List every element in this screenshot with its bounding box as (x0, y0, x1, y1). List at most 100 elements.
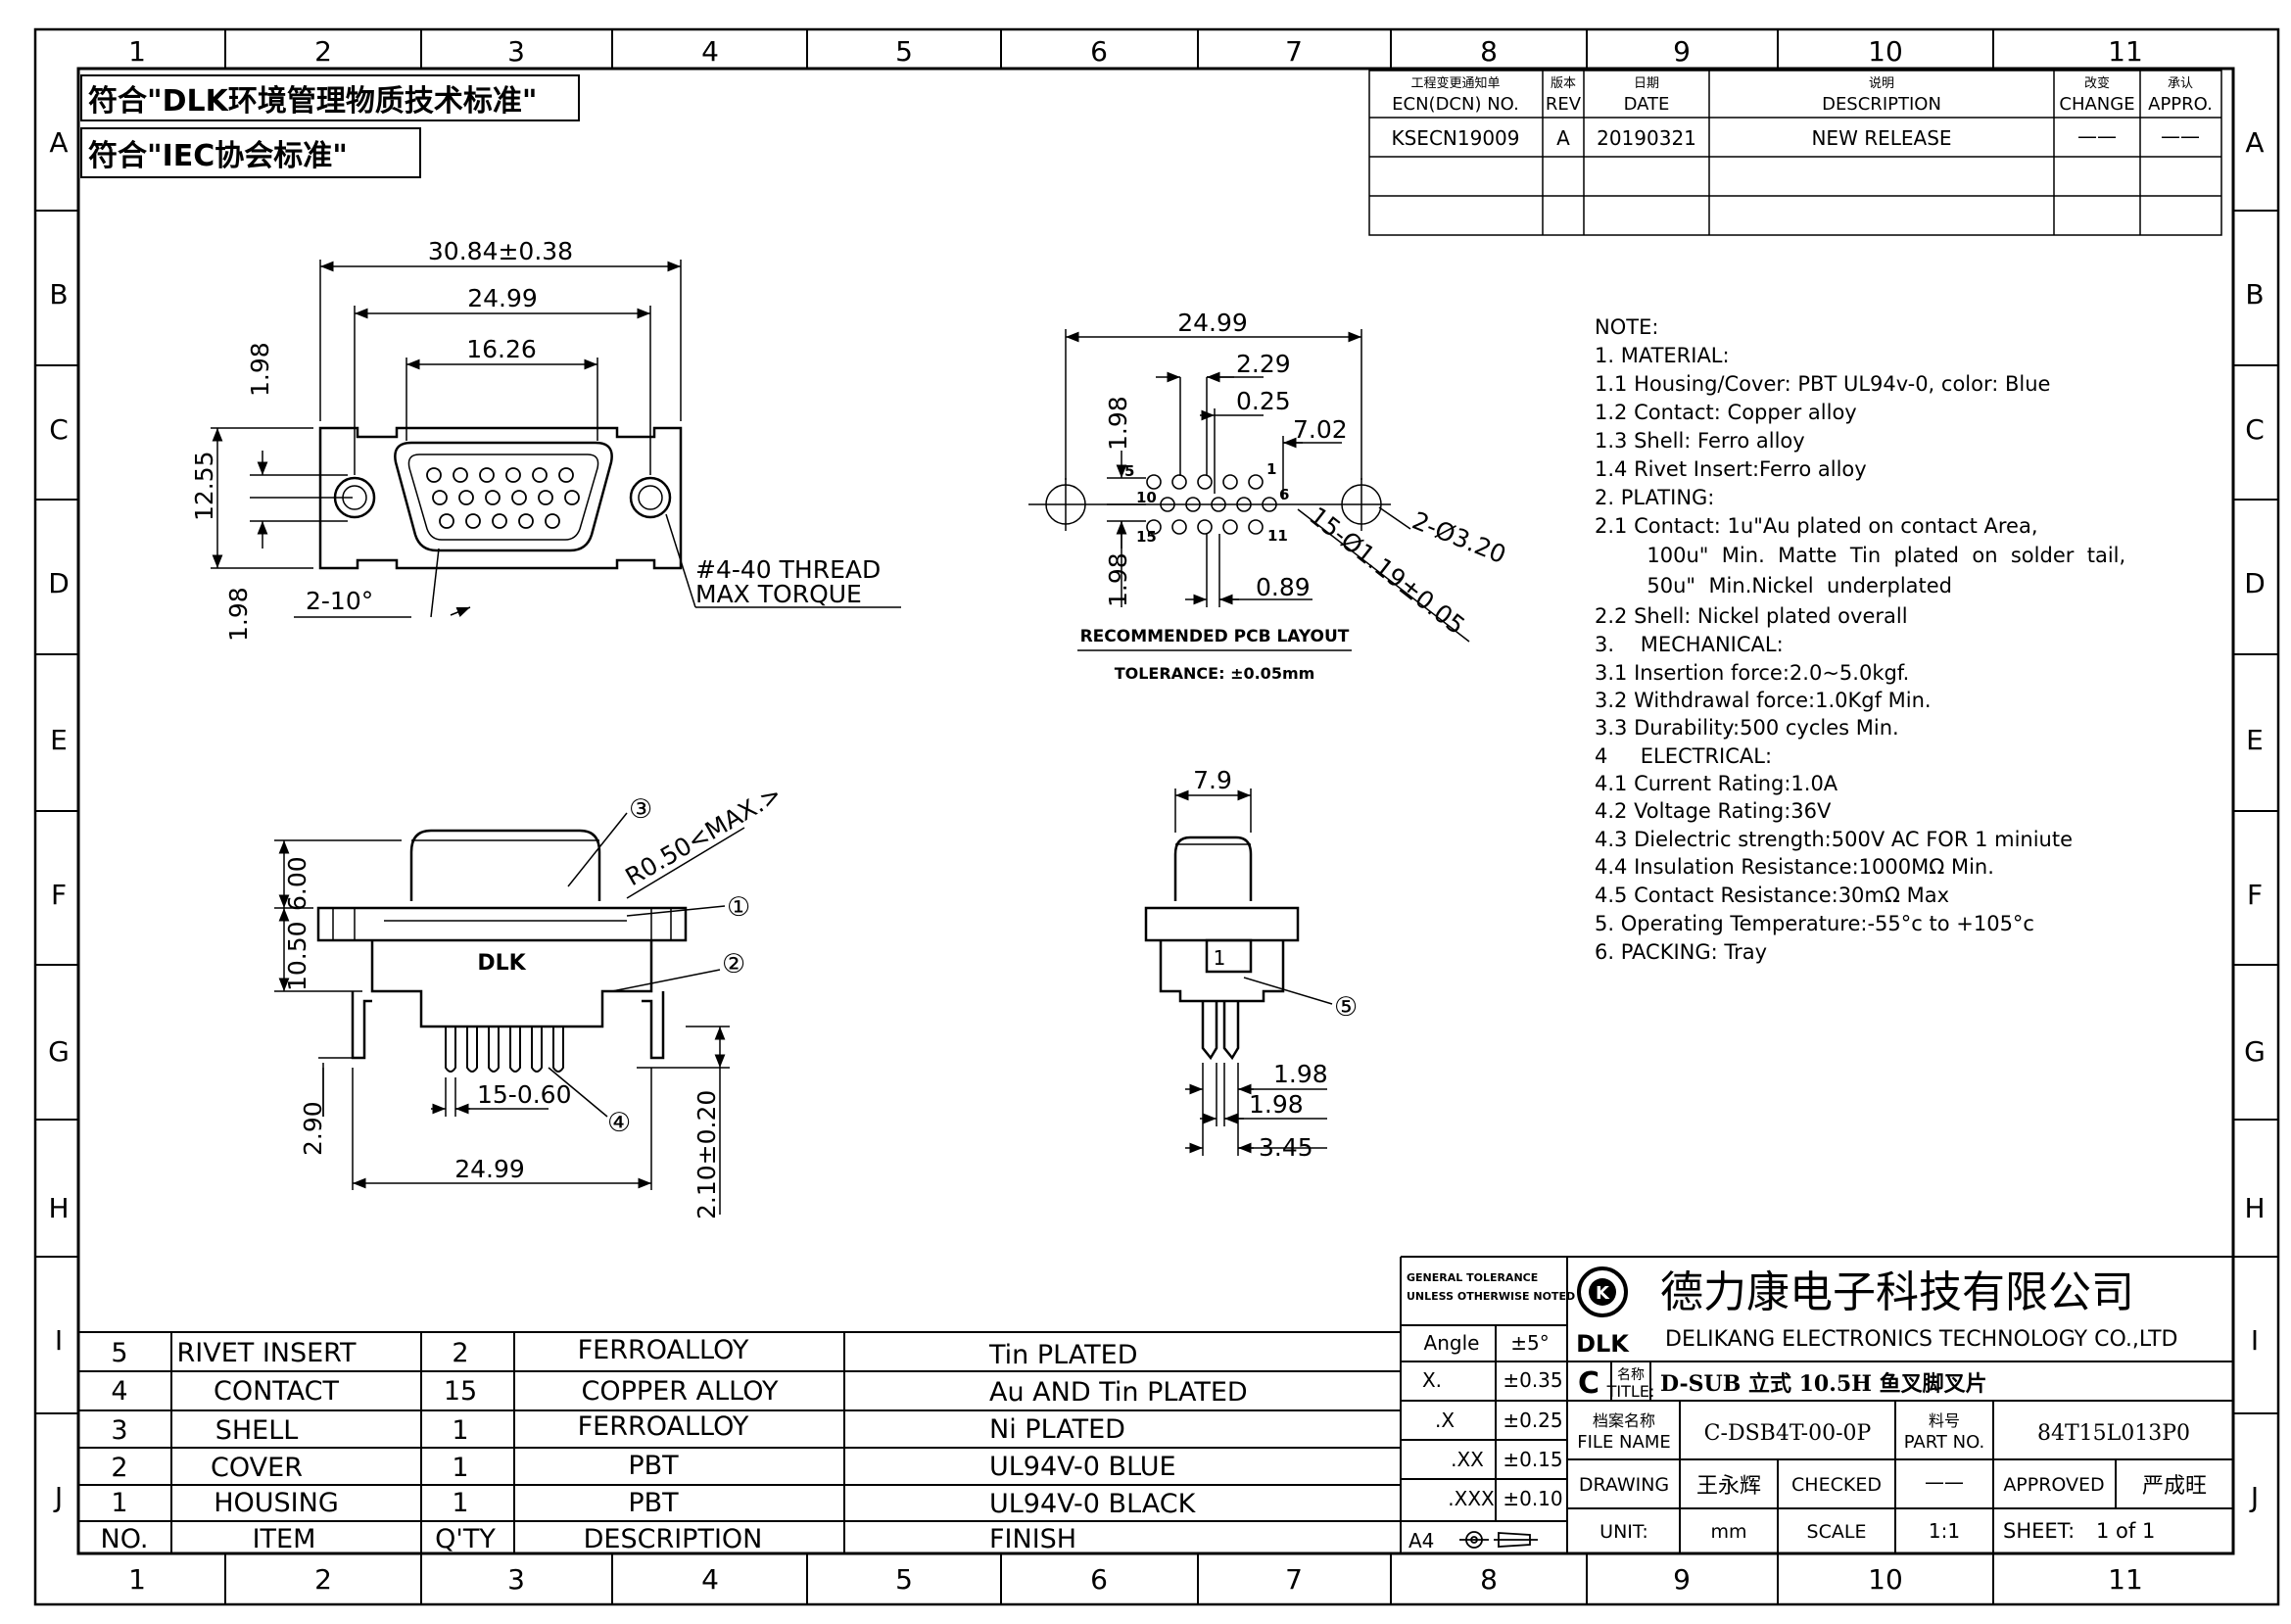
tolerance-value: ±5° (1510, 1331, 1549, 1355)
note-line: 3.3 Durability:500 cycles Min. (1595, 716, 1899, 740)
bom-row-4: 4 CONTACT 15 COPPER ALLOY Au AND Tin PLA… (111, 1376, 1247, 1408)
row-label: H (2244, 1192, 2265, 1224)
note-line: 1.3 Shell: Ferro alloy (1595, 429, 1805, 453)
row-label: E (2246, 724, 2264, 756)
row-label: G (48, 1035, 70, 1068)
pcb-layout-title: RECOMMENDED PCB LAYOUT (1080, 627, 1350, 646)
row-label: F (51, 879, 67, 911)
company-name-en: DELIKANG ELECTRONICS TECHNOLOGY CO.,LTD (1665, 1327, 2177, 1352)
bom-header-item: ITEM (253, 1524, 316, 1554)
rev-ecn-value: KSECN19009 (1392, 126, 1520, 150)
end-dim-198-b: 1.98 (1249, 1090, 1304, 1119)
bom-no: 5 (111, 1338, 127, 1368)
row-label: B (49, 278, 68, 310)
bom-row-1: 1 HOUSING 1 PBT UL94V-0 BLACK (111, 1488, 1196, 1519)
dim-tail: 2.10±0.20 (692, 1090, 721, 1219)
checked-label: CHECKED (1791, 1474, 1882, 1496)
dim-1050: 10.50 (283, 921, 311, 991)
rev-header-ecn: ECN(DCN) NO. (1392, 94, 1519, 115)
bom-header-qty: Q'TY (435, 1524, 496, 1554)
bom-desc: PBT (628, 1488, 679, 1518)
note-line: 1.4 Rivet Insert:Ferro alloy (1595, 457, 1867, 481)
row-label: F (2247, 879, 2263, 911)
bom-finish: UL94V-0 BLACK (989, 1489, 1197, 1519)
compliance-iec: 符合"IEC协会标准" (88, 139, 348, 173)
row-label: D (2244, 567, 2266, 599)
col-label: 6 (1090, 1563, 1108, 1596)
col-label: 3 (507, 1563, 525, 1596)
bom-item: RIVET INSERT (177, 1338, 357, 1368)
note-line: 50u" Min.Nickel underplated (1595, 574, 1953, 597)
bom-no: 1 (111, 1488, 127, 1518)
title-block: K DLK 德力康电子科技有限公司 DELIKANG ELECTRONICS T… (1567, 1266, 2233, 1553)
rev-header-rev-cn: 版本 (1551, 76, 1576, 91)
note-line: 4.3 Dielectric strength:500V AC FOR 1 mi… (1595, 828, 2074, 851)
rev-desc-value: NEW RELEASE (1811, 126, 1951, 150)
row-label: G (2244, 1035, 2266, 1068)
note-line: 2.2 Shell: Nickel plated overall (1595, 604, 1908, 628)
bom-item: SHELL (215, 1415, 299, 1446)
col-label: 11 (2108, 1563, 2143, 1596)
col-label: 2 (314, 35, 332, 68)
bom-qty: 15 (444, 1376, 477, 1407)
tolerance-label: X. (1422, 1368, 1442, 1392)
rev-header-appro-cn: 承认 (2168, 76, 2193, 91)
row-label: I (55, 1324, 63, 1357)
pcb-mount-spec: 2-Ø3.20 (1408, 506, 1510, 569)
approved-name: 严成旺 (2142, 1474, 2207, 1499)
column-labels-bottom: 1 2 3 4 5 6 7 8 9 10 11 (128, 1563, 2143, 1596)
bom-desc: FERROALLOY (578, 1411, 749, 1442)
note-line: 4.2 Voltage Rating:36V (1595, 799, 1832, 823)
bom-row-3: 3 SHELL 1 FERROALLOY Ni PLATED (111, 1411, 1125, 1446)
col-label: 10 (1868, 35, 1903, 68)
col-label: 5 (895, 35, 913, 68)
note-line: 1. MATERIAL: (1595, 344, 1730, 367)
side-logo: DLK (477, 951, 526, 976)
thread-spec: #4-40 THREAD (695, 555, 881, 584)
pin-label-15: 15 (1136, 528, 1157, 546)
drawing-label: DRAWING (1579, 1474, 1669, 1496)
size-letter: C (1578, 1366, 1599, 1401)
pin-label-5: 5 (1124, 462, 1134, 480)
pcb-layout-view: 24.99 2.29 0.25 7.02 1.98 1.98 0.89 15-Ø… (1028, 309, 1510, 683)
note-line: 6. PACKING: Tray (1595, 940, 1768, 964)
tolerance-label: .X (1435, 1409, 1455, 1432)
part-label-cn: 料号 (1929, 1411, 1960, 1430)
rev-header-desc-cn: 说明 (1869, 76, 1894, 91)
checked-name: —— (1925, 1470, 1964, 1494)
pcb-dim-702: 7.02 (1293, 415, 1348, 444)
pin-label-10: 10 (1136, 489, 1157, 506)
part-number: 84T15L013P0 (2037, 1421, 2190, 1446)
end-dim-345: 3.45 (1259, 1133, 1313, 1162)
note-line: 1.1 Housing/Cover: PBT UL94v-0, color: B… (1595, 372, 2051, 396)
tolerance-header-1: GENERAL TOLERANCE (1407, 1271, 1538, 1284)
tolerance-block: GENERAL TOLERANCE UNLESS OTHERWISE NOTED… (1401, 1256, 2233, 1553)
row-label: H (48, 1192, 69, 1224)
rev-header-date-cn: 日期 (1634, 76, 1659, 91)
row-label: B (2245, 278, 2264, 310)
approved-label: APPROVED (2003, 1474, 2104, 1496)
rev-date-value: 20190321 (1597, 126, 1696, 150)
compliance-iec-box: 符合"IEC协会标准" (80, 127, 421, 178)
compliance-dlk: 符合"DLK环境管理物质技术标准" (88, 84, 538, 119)
bom-item: CONTACT (214, 1376, 340, 1407)
col-label: 9 (1673, 1563, 1691, 1596)
callout-4: ④ (607, 1108, 631, 1138)
part-label: PART NO. (1904, 1432, 1985, 1453)
rev-appro-value: —— (2161, 124, 2200, 148)
bom-no: 3 (111, 1415, 127, 1446)
callout-1: ① (727, 892, 750, 923)
unit-label: UNIT: (1599, 1521, 1648, 1543)
scale-label: SCALE (1807, 1521, 1867, 1543)
svg-text:K: K (1596, 1283, 1610, 1304)
bom-row-5: 5 RIVET INSERT 2 FERROALLOY Tin PLATED (111, 1335, 1137, 1370)
dim-290: 2.90 (299, 1101, 327, 1156)
note-line: 4.4 Insulation Resistance:1000MΩ Min. (1595, 855, 1994, 879)
col-label: 8 (1480, 1563, 1498, 1596)
note-line: 1.2 Contact: Copper alloy (1595, 401, 1857, 424)
dim-shell-width: 16.26 (466, 335, 537, 363)
col-label: 7 (1285, 1563, 1303, 1596)
dim-overall-width: 30.84±0.38 (428, 237, 573, 265)
note-line: 4.1 Current Rating:1.0A (1595, 772, 1838, 795)
note-line: NOTE: (1595, 315, 1659, 339)
